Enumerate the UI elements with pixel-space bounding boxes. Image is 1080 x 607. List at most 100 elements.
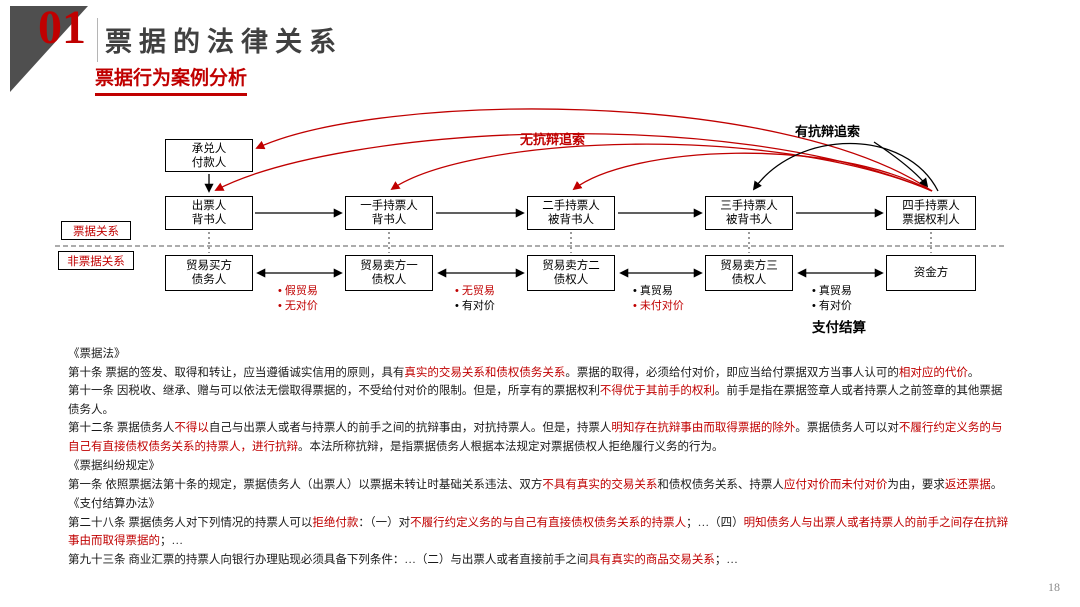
- label-payment-settlement: 支付结算: [812, 320, 866, 335]
- gap-note-item: • 假贸易: [278, 285, 318, 297]
- law-text: 第二十八条 票据债务人对下列情况的持票人可以: [68, 516, 313, 529]
- law-heading: 《支付结算办法》: [68, 495, 1013, 514]
- law-text: 《票据纠纷规定》: [68, 460, 160, 472]
- law-text: 第九十三条 商业汇票的持票人向银行办理贴现必须具备下列条件：…（二）与出票人或者…: [68, 553, 589, 566]
- law-paragraph: 第一条 依照票据法第十条的规定，票据债务人（出票人）以票据未转让时基础关系违法、…: [68, 476, 1013, 495]
- box-funder: 资金方: [886, 255, 976, 291]
- gap-note: • 无贸易• 有对价: [455, 284, 495, 314]
- box-line: 背书人: [371, 214, 407, 226]
- law-text: 。票据债务人可以对: [795, 422, 899, 434]
- box-holder-3: 三手持票人 被背书人: [705, 196, 793, 230]
- law-paragraph: 第二十八条 票据债务人对下列情况的持票人可以拒绝付款：（一）对不履行约定义务的与…: [68, 514, 1013, 551]
- box-line: 付款人: [191, 156, 227, 169]
- box-line: 贸易卖方二: [542, 260, 600, 272]
- header-divider: [97, 18, 98, 62]
- label-defense-recourse: 有抗辩追索: [795, 124, 861, 139]
- box-line: 一手持票人: [360, 200, 418, 212]
- gap-note: • 真贸易 • 未付对价: [633, 284, 684, 314]
- box-line: 被背书人: [726, 214, 772, 226]
- law-text-highlight: 相对应的代价: [898, 366, 968, 379]
- gap-note-item: • 真贸易: [633, 285, 673, 297]
- box-line: 承兑人: [191, 142, 227, 155]
- box-line: 债务人: [191, 274, 227, 286]
- label-bill-relation: 票据关系: [61, 221, 131, 240]
- box-trade-seller-2: 贸易卖方二 债权人: [527, 255, 615, 291]
- law-text-highlight: 不履行约定义务的与自己有直接债权债务关系的持票人: [410, 516, 687, 529]
- law-text-highlight: 拒绝付款: [312, 516, 359, 529]
- box-trade-seller-1: 贸易卖方一 债权人: [345, 255, 433, 291]
- label-text: 票据关系: [73, 225, 119, 238]
- law-text: ；…: [714, 553, 738, 566]
- law-text-highlight: 具有真实的商品交易关系: [588, 553, 715, 566]
- page-subtitle: 票据行为案例分析: [95, 63, 248, 96]
- section-number: 01: [38, 1, 86, 54]
- law-paragraph: 第十二条 票据债务人不得以自己与出票人或者与持票人的前手之间的抗辩事由，对抗持票…: [68, 419, 1013, 456]
- box-holder-2: 二手持票人 被背书人: [527, 196, 615, 230]
- law-heading: 《票据法》: [68, 345, 1013, 364]
- law-text: ；…: [160, 535, 183, 547]
- law-text-highlight: 不得优于其前手的权利: [599, 385, 715, 397]
- corner-decoration: [10, 6, 88, 92]
- law-paragraph: 第九十三条 商业汇票的持票人向银行办理贴现必须具备下列条件：…（二）与出票人或者…: [68, 551, 1013, 570]
- recourse-curve-holder1: [390, 143, 933, 192]
- gap-note-item: • 无贸易: [455, 285, 495, 297]
- defense-curve-holder3: [752, 142, 939, 192]
- law-text: 第十二条 票据债务人: [68, 422, 175, 434]
- gap-note: • 假贸易 • 无对价: [278, 284, 318, 314]
- label-no-defense-recourse: 无抗辩追索: [520, 132, 586, 147]
- box-line: 被背书人: [548, 214, 594, 226]
- box-drawer: 出票人 背书人: [165, 196, 253, 230]
- recourse-curve-holder2: [572, 152, 933, 192]
- gap-note-item: • 无对价: [278, 300, 318, 312]
- box-holder-1: 一手持票人 背书人: [345, 196, 433, 230]
- law-text-highlight: 真实的交易关系和债权债务关系: [404, 366, 566, 379]
- defense-pointer-holder4: [873, 141, 929, 188]
- law-paragraph: 第十条 票据的签发、取得和转让，应当遵循诚实信用的原则，具有真实的交易关系和债权…: [68, 364, 1013, 383]
- gap-note-item: • 有对价: [812, 300, 852, 312]
- box-acceptor: 承兑人 付款人: [165, 139, 253, 172]
- law-text: ：（一）对: [358, 516, 411, 529]
- law-text: 《票据法》: [68, 348, 126, 360]
- box-line: 贸易卖方三: [720, 260, 778, 272]
- law-text: 自己与出票人或者与持票人的前手之间的抗辩事由，对抗持票人。但是，持票人: [208, 422, 612, 434]
- page-number: 18: [1048, 580, 1060, 594]
- law-paragraph: 第十一条 因税收、继承、赠与可以依法无偿取得票据的，不受给付对价的限制。但是，所…: [68, 382, 1013, 419]
- law-text: 为由，要求: [887, 478, 945, 491]
- law-text: 。: [967, 366, 980, 379]
- box-line: 票据权利人: [902, 214, 960, 226]
- law-text: ；…（四）: [686, 516, 744, 529]
- box-line: 债权人: [553, 274, 589, 286]
- gap-note: • 真贸易 • 有对价: [812, 284, 852, 314]
- law-text: 和债权债务关系、持票人: [657, 478, 784, 491]
- box-line: 债权人: [731, 274, 767, 286]
- gap-note-item: • 未付对价: [633, 300, 684, 312]
- law-text: 第十条 票据的签发、取得和转让，应当遵循诚实信用的原则，具有: [68, 366, 405, 379]
- box-line: 贸易卖方一: [360, 260, 418, 272]
- body-text: 《票据法》第十条 票据的签发、取得和转让，应当遵循诚实信用的原则，具有真实的交易…: [68, 344, 1013, 569]
- law-text-highlight: 不履行约定义务的与自己有直接债权债务关系的持票人，进行抗辩: [68, 422, 1003, 453]
- label-non-bill-relation: 非票据关系: [58, 251, 134, 270]
- law-text: 。: [990, 478, 1003, 491]
- law-text-highlight: 应付对价而未付对价: [783, 478, 888, 491]
- box-line: 背书人: [191, 214, 227, 226]
- box-line: 三手持票人: [720, 200, 778, 212]
- box-line: 贸易买方: [186, 260, 232, 272]
- box-line: 二手持票人: [542, 200, 600, 212]
- law-heading: 《票据纠纷规定》: [68, 457, 1013, 476]
- law-text: 第十一条 因税收、继承、赠与可以依法无偿取得票据的，不受给付对价的限制。但是，所…: [68, 385, 600, 397]
- box-line: 资金方: [913, 267, 949, 279]
- label-text: 非票据关系: [67, 255, 125, 268]
- page-title: 票据的法律关系: [105, 27, 343, 57]
- law-text-highlight: 明知债务人与出票人或者持票人的前手之间存在抗辩事由而取得票据的: [68, 516, 1009, 548]
- box-line: 债权人: [371, 274, 407, 286]
- law-text: 《支付结算办法》: [68, 498, 160, 510]
- box-trade-seller-3: 贸易卖方三 债权人: [705, 255, 793, 291]
- gap-note-item: • 真贸易: [812, 285, 852, 297]
- law-text-highlight: 不具有真实的交易关系: [542, 478, 658, 491]
- box-line: 四手持票人: [902, 200, 960, 212]
- law-text-highlight: 返还票据: [944, 478, 991, 491]
- box-line: 出票人: [191, 200, 227, 212]
- law-text: 第一条 依照票据法第十条的规定，票据债务人（出票人）以票据未转让时基础关系违法、…: [68, 478, 543, 491]
- law-text-highlight: 明知存在抗辩事由而取得票据的除外: [611, 422, 796, 434]
